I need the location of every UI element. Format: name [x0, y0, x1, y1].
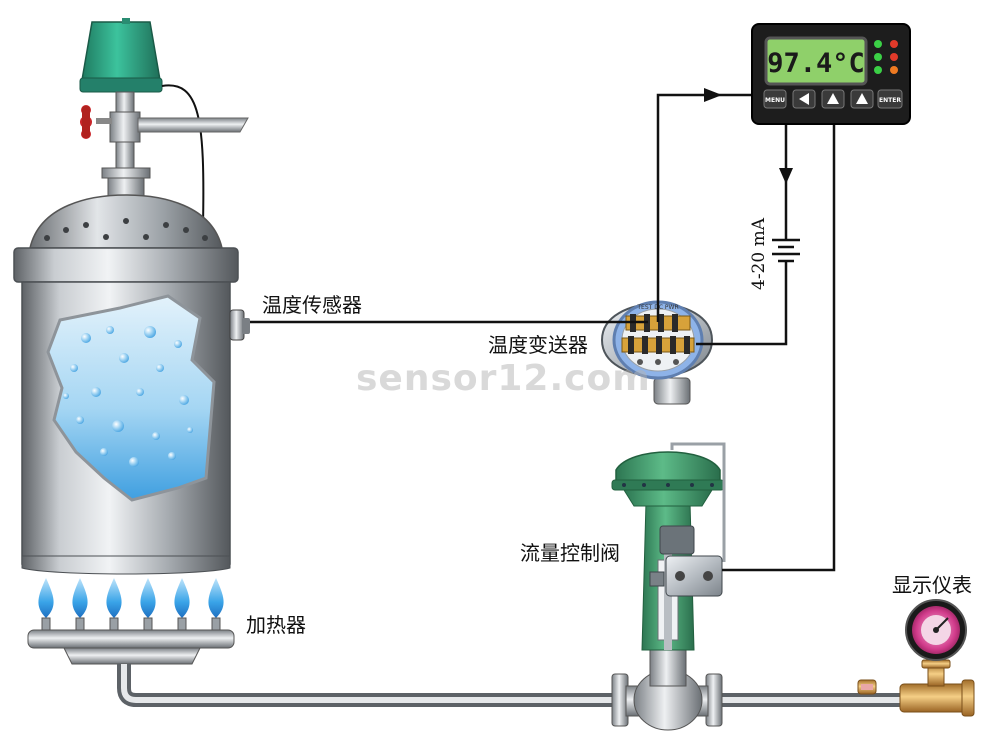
- flame-icon: [38, 578, 224, 618]
- controller-to-valve-wire: [722, 124, 836, 572]
- enter-button-label: ENTER: [879, 97, 901, 104]
- status-leds: [874, 40, 898, 74]
- pressure-gauge: [857, 599, 975, 717]
- arrow-down-icon: [779, 168, 793, 184]
- controller-buttons: MENU ENTER: [763, 89, 903, 109]
- transmitter-to-controller-wire: [656, 93, 752, 322]
- battery-icon: [772, 238, 800, 263]
- left-arrow-icon: [799, 93, 809, 105]
- handwheel-icon: [80, 105, 112, 139]
- sensor-label: 温度传感器: [262, 293, 362, 317]
- transmitter-label: 温度变送器: [488, 333, 588, 357]
- watermark: sensor12.com: [356, 358, 651, 399]
- enter-button[interactable]: [877, 89, 903, 109]
- temperature-readout: 97.4°C: [767, 48, 865, 79]
- digital-controller: 97.4°C MENU ENTER: [751, 23, 911, 125]
- bubbles: [63, 326, 193, 467]
- menu-button[interactable]: [763, 89, 787, 109]
- process-pipe: [117, 664, 920, 707]
- menu-button-label: MENU: [765, 97, 785, 104]
- flow-control-valve: [611, 442, 726, 731]
- current-loop-label: 4-20 mA: [749, 217, 769, 290]
- top-actuator-icon: [81, 21, 161, 81]
- arrow-right-icon: [704, 88, 722, 102]
- heater-label: 加热器: [246, 613, 306, 637]
- display-meter-label: 显示仪表: [892, 573, 972, 597]
- valve-label: 流量控制阀: [520, 541, 620, 565]
- up-arrow-icon: [856, 93, 868, 104]
- up-arrow-icon: [827, 93, 839, 104]
- water-cutaway: [46, 294, 216, 502]
- actuator-cable: [161, 84, 205, 227]
- heater-burner: [27, 578, 235, 665]
- reactor-tank: [13, 18, 250, 575]
